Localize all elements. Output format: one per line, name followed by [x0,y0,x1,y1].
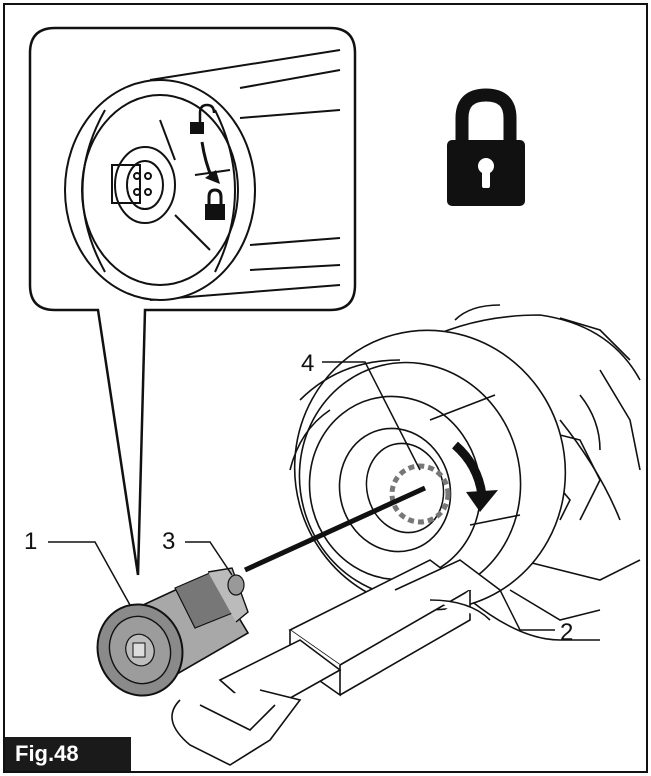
callout-3: 3 [162,528,176,555]
lock-icon [205,188,225,220]
insertion-arrow [243,485,427,573]
lock-icon [447,88,525,206]
tool-extension [171,559,501,766]
callout-1: 1 [24,528,38,555]
alignment-marker [389,463,451,525]
rotate-arrow-icon [451,441,498,512]
rotate-arrow-icon [200,141,220,184]
callout-2: 2 [560,619,574,646]
inset-collar-detail [64,49,341,301]
cartridge-part [96,567,250,697]
unlock-icon [190,103,216,134]
callout-4: 4 [301,350,315,377]
callout-leaders [48,361,555,631]
figure-label: Fig.48 [5,737,131,771]
